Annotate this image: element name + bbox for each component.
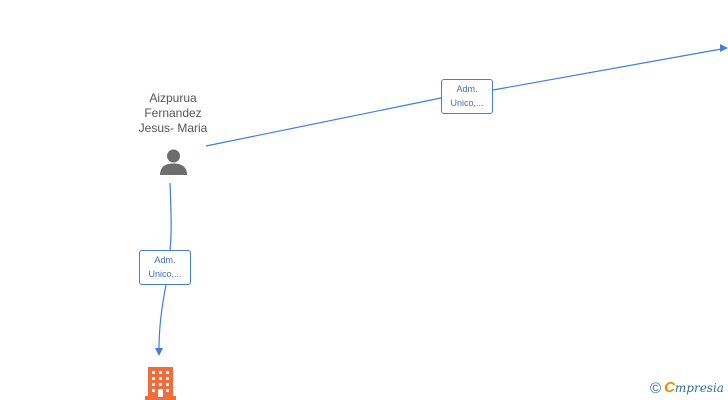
edge-label-right-line-2: Unico,... [450, 98, 484, 108]
edge-person-to-company [158, 182, 172, 350]
edge-label-down[interactable]: Adm. Unico,... [139, 250, 191, 285]
person-name[interactable]: Aizpurua Fernandez Jesus- Maria [122, 91, 224, 136]
edge-label-down-line-2: Unico,... [148, 269, 182, 279]
empresia-watermark: ©Cmpresia [650, 379, 724, 397]
empresia-logo-letter: C [664, 379, 675, 396]
edge-label-right[interactable]: Adm. Unico,... [441, 79, 493, 114]
edge-label-right-line-1: Adm. [456, 84, 478, 94]
copyright-icon: © [650, 380, 662, 397]
edge-person-to-right [205, 47, 728, 147]
person-name-line-2: Fernandez [144, 106, 202, 120]
person-name-line-1: Aizpurua [149, 91, 197, 105]
edge-arrowhead-right [720, 44, 728, 52]
person-name-line-3: Jesus- Maria [138, 121, 208, 135]
edge-arrowhead-down [155, 348, 163, 356]
person-icon[interactable] [160, 149, 187, 176]
edge-label-down-line-1: Adm. [154, 255, 176, 265]
building-icon[interactable] [145, 367, 176, 400]
empresia-brand: mpresia [674, 381, 724, 395]
